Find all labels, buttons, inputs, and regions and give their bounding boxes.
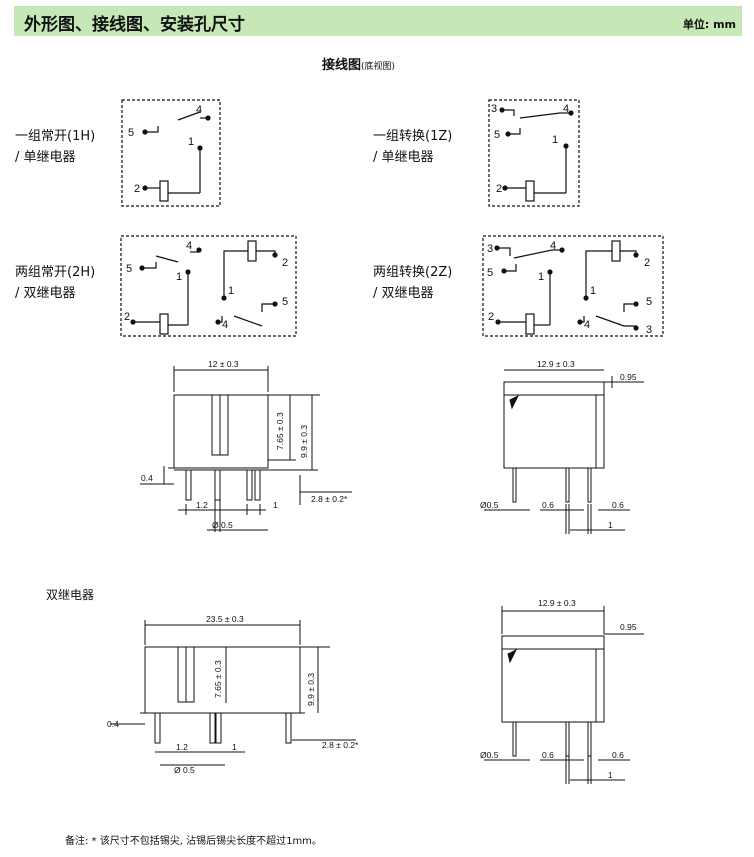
pin-label: 5 xyxy=(282,296,288,308)
wiring-diagram-1z: 3 4 5 1 2 xyxy=(488,99,580,207)
section-title: 外形图、接线图、安装孔尺寸 xyxy=(24,15,245,35)
pin-label: 5 xyxy=(494,129,500,141)
footnote: 备注: * 该尺寸不包括锡尖, 沾锡后锡尖长度不超过1mm。 xyxy=(65,836,322,847)
offset-dim: 0.95 xyxy=(620,622,637,632)
pin-diameter-dim: Ø 0.5 xyxy=(212,520,233,530)
circuit-label-2z: 两组转换(2Z)/ 双继电器 xyxy=(373,265,453,301)
pin-diameter-dim: Ø 0.5 xyxy=(174,765,195,775)
pin-label: 2 xyxy=(282,257,288,269)
total-height-dim: 9.9 ± 0.3 xyxy=(306,673,316,706)
circuit-label-1h: 一组常开(1H)/ 单继电器 xyxy=(15,129,96,165)
pin-diameter-dim: Ø0.5 xyxy=(480,750,499,760)
pin-label: 4 xyxy=(563,103,569,115)
pitch-dim: 1 xyxy=(608,520,613,530)
pin-length-dim: 2.8 ± 0.2* xyxy=(311,494,348,504)
pin-label: 1 xyxy=(188,136,194,148)
pin-label: 2 xyxy=(124,311,130,323)
pin-label: 1 xyxy=(228,285,234,297)
offset-dim: 0.95 xyxy=(620,372,637,382)
pin-label: 2 xyxy=(644,257,650,269)
double-relay-side-view: 12.9 ± 0.3 0.95 Ø0.5 0.6 0.6 1 xyxy=(480,598,644,784)
width-dim: 12 ± 0.3 xyxy=(208,359,239,369)
pin-label: 1 xyxy=(538,271,544,283)
pin-label: 4 xyxy=(550,240,556,252)
pin-label: 1 xyxy=(176,271,182,283)
pin-offset-dim: 0.4 xyxy=(107,719,119,729)
circuit-label-1z: 一组转换(1Z)/ 单继电器 xyxy=(373,129,453,165)
pin-label: 1 xyxy=(552,134,558,146)
pin-label: 4 xyxy=(222,319,228,331)
pin-label: 5 xyxy=(487,267,493,279)
pin-label: 5 xyxy=(126,263,132,275)
pin-label: 3 xyxy=(491,103,497,115)
wiring-diagram-2h: 4 5 1 2 2 1 5 4 xyxy=(120,235,297,337)
pin-label: 4 xyxy=(186,240,192,252)
pitch-dim: 1 xyxy=(232,742,237,752)
pin-label: 3 xyxy=(646,324,652,336)
width-dim: 12.9 ± 0.3 xyxy=(537,359,575,369)
pin-label: 4 xyxy=(584,319,590,331)
single-relay-front-view: 12 ± 0.3 7.65 ± 0.3 9.9 ± 0.3 0.4 1.2 1 … xyxy=(140,359,352,532)
pin-label: 2 xyxy=(496,183,502,195)
width-dim: 23.5 ± 0.3 xyxy=(206,614,244,624)
pin-label: 4 xyxy=(196,104,202,116)
pin-label: 5 xyxy=(646,296,652,308)
pitch-dim: 1 xyxy=(273,500,278,510)
wiring-diagram-1h: 4 5 1 2 xyxy=(121,99,221,207)
total-height-dim: 9.9 ± 0.3 xyxy=(299,425,309,458)
pin-label: 5 xyxy=(128,127,134,139)
wiring-title: 接线图(底视图) xyxy=(322,58,396,73)
pin-label: 1 xyxy=(590,285,596,297)
double-relay-front-view: 23.5 ± 0.3 7.65 ± 0.3 9.9 ± 0.3 0.4 1.2 … xyxy=(107,614,359,775)
circuit-label-2h: 两组常开(2H)/ 双继电器 xyxy=(15,265,96,301)
pin-offset-dim: 0.4 xyxy=(141,473,153,483)
section-header: 外形图、接线图、安装孔尺寸 单位: mm xyxy=(14,6,742,36)
pin-length-dim: 2.8 ± 0.2* xyxy=(322,740,359,750)
unit-label: 单位: mm xyxy=(682,18,736,31)
pin-label: 3 xyxy=(487,243,493,255)
body-height-dim: 7.65 ± 0.3 xyxy=(213,660,223,698)
gap-dim: 0.6 xyxy=(612,500,624,510)
width-dim: 12.9 ± 0.3 xyxy=(538,598,576,608)
pitch-dim: 1 xyxy=(608,770,613,780)
double-relay-caption: 双继电器 xyxy=(46,588,95,602)
pitch-dim: 1.2 xyxy=(176,742,188,752)
pin-label: 2 xyxy=(488,311,494,323)
pin-label: 2 xyxy=(134,183,140,195)
gap-dim: 0.6 xyxy=(542,500,554,510)
gap-dim: 0.6 xyxy=(612,750,624,760)
gap-dim: 0.6 xyxy=(542,750,554,760)
pin-diameter-dim: Ø0.5 xyxy=(480,500,499,510)
pitch-dim: 1.2 xyxy=(196,500,208,510)
single-relay-side-view: 12.9 ± 0.3 0.95 Ø0.5 0.6 0.6 1 xyxy=(480,359,644,534)
wiring-diagram-2z: 3 4 5 1 2 2 1 5 4 3 xyxy=(482,235,664,337)
body-height-dim: 7.65 ± 0.3 xyxy=(275,412,285,450)
